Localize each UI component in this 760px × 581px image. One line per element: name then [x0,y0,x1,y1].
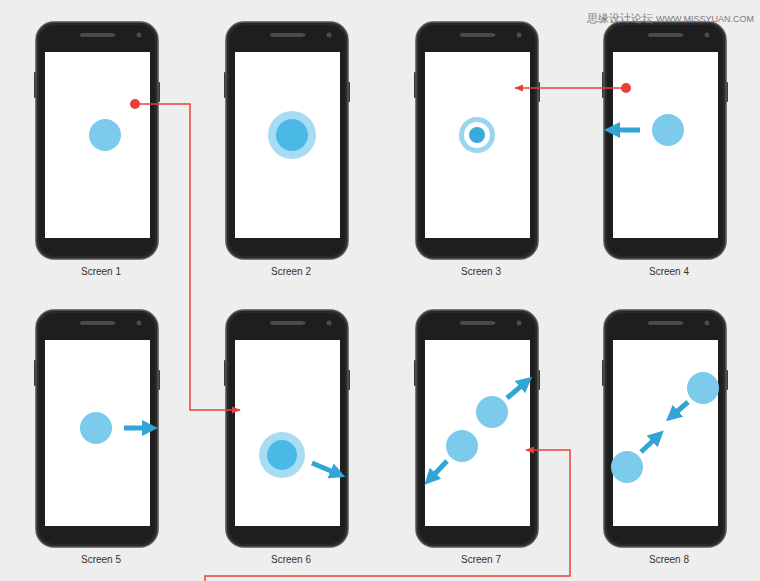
flow-connector [135,104,240,410]
gesture-arrows [124,130,688,479]
screen-label: Screen 7 [416,554,546,566]
phone-screen: Screen 1 [36,22,166,278]
phone-screen: Screen 2 [226,22,356,278]
watermark-text: WWW.MISSYUAN.COM [656,14,754,24]
screen-label: Screen 5 [36,554,166,566]
watermark: 思缘设计论坛WWW.MISSYUAN.COM [587,8,754,26]
screen-label: Screen 1 [36,266,166,278]
watermark-text: 思缘设计论坛 [587,12,653,25]
screen-label: Screen 4 [604,266,734,278]
screen-label: Screen 2 [226,266,356,278]
phone-screen: Screen 7 [416,310,546,566]
screen-label: Screen 8 [604,554,734,566]
phone-screen: Screen 6 [226,310,356,566]
flow-line [205,450,570,581]
connector-start-dot [130,99,140,109]
flow-connector [515,87,626,89]
phone-screen: Screen 8 [604,310,734,566]
phone-screen: Screen 3 [416,22,546,278]
screen-label: Screen 3 [416,266,546,278]
phone-screen: Screen 5 [36,310,166,566]
phones [34,22,728,547]
phone-screen: Screen 4 [604,22,734,278]
flow-connector-group [130,99,240,410]
connector-start-dot [621,83,631,93]
touch-circles [80,111,719,483]
screen-label: Screen 6 [226,554,356,566]
flow-connector-group [515,83,631,93]
